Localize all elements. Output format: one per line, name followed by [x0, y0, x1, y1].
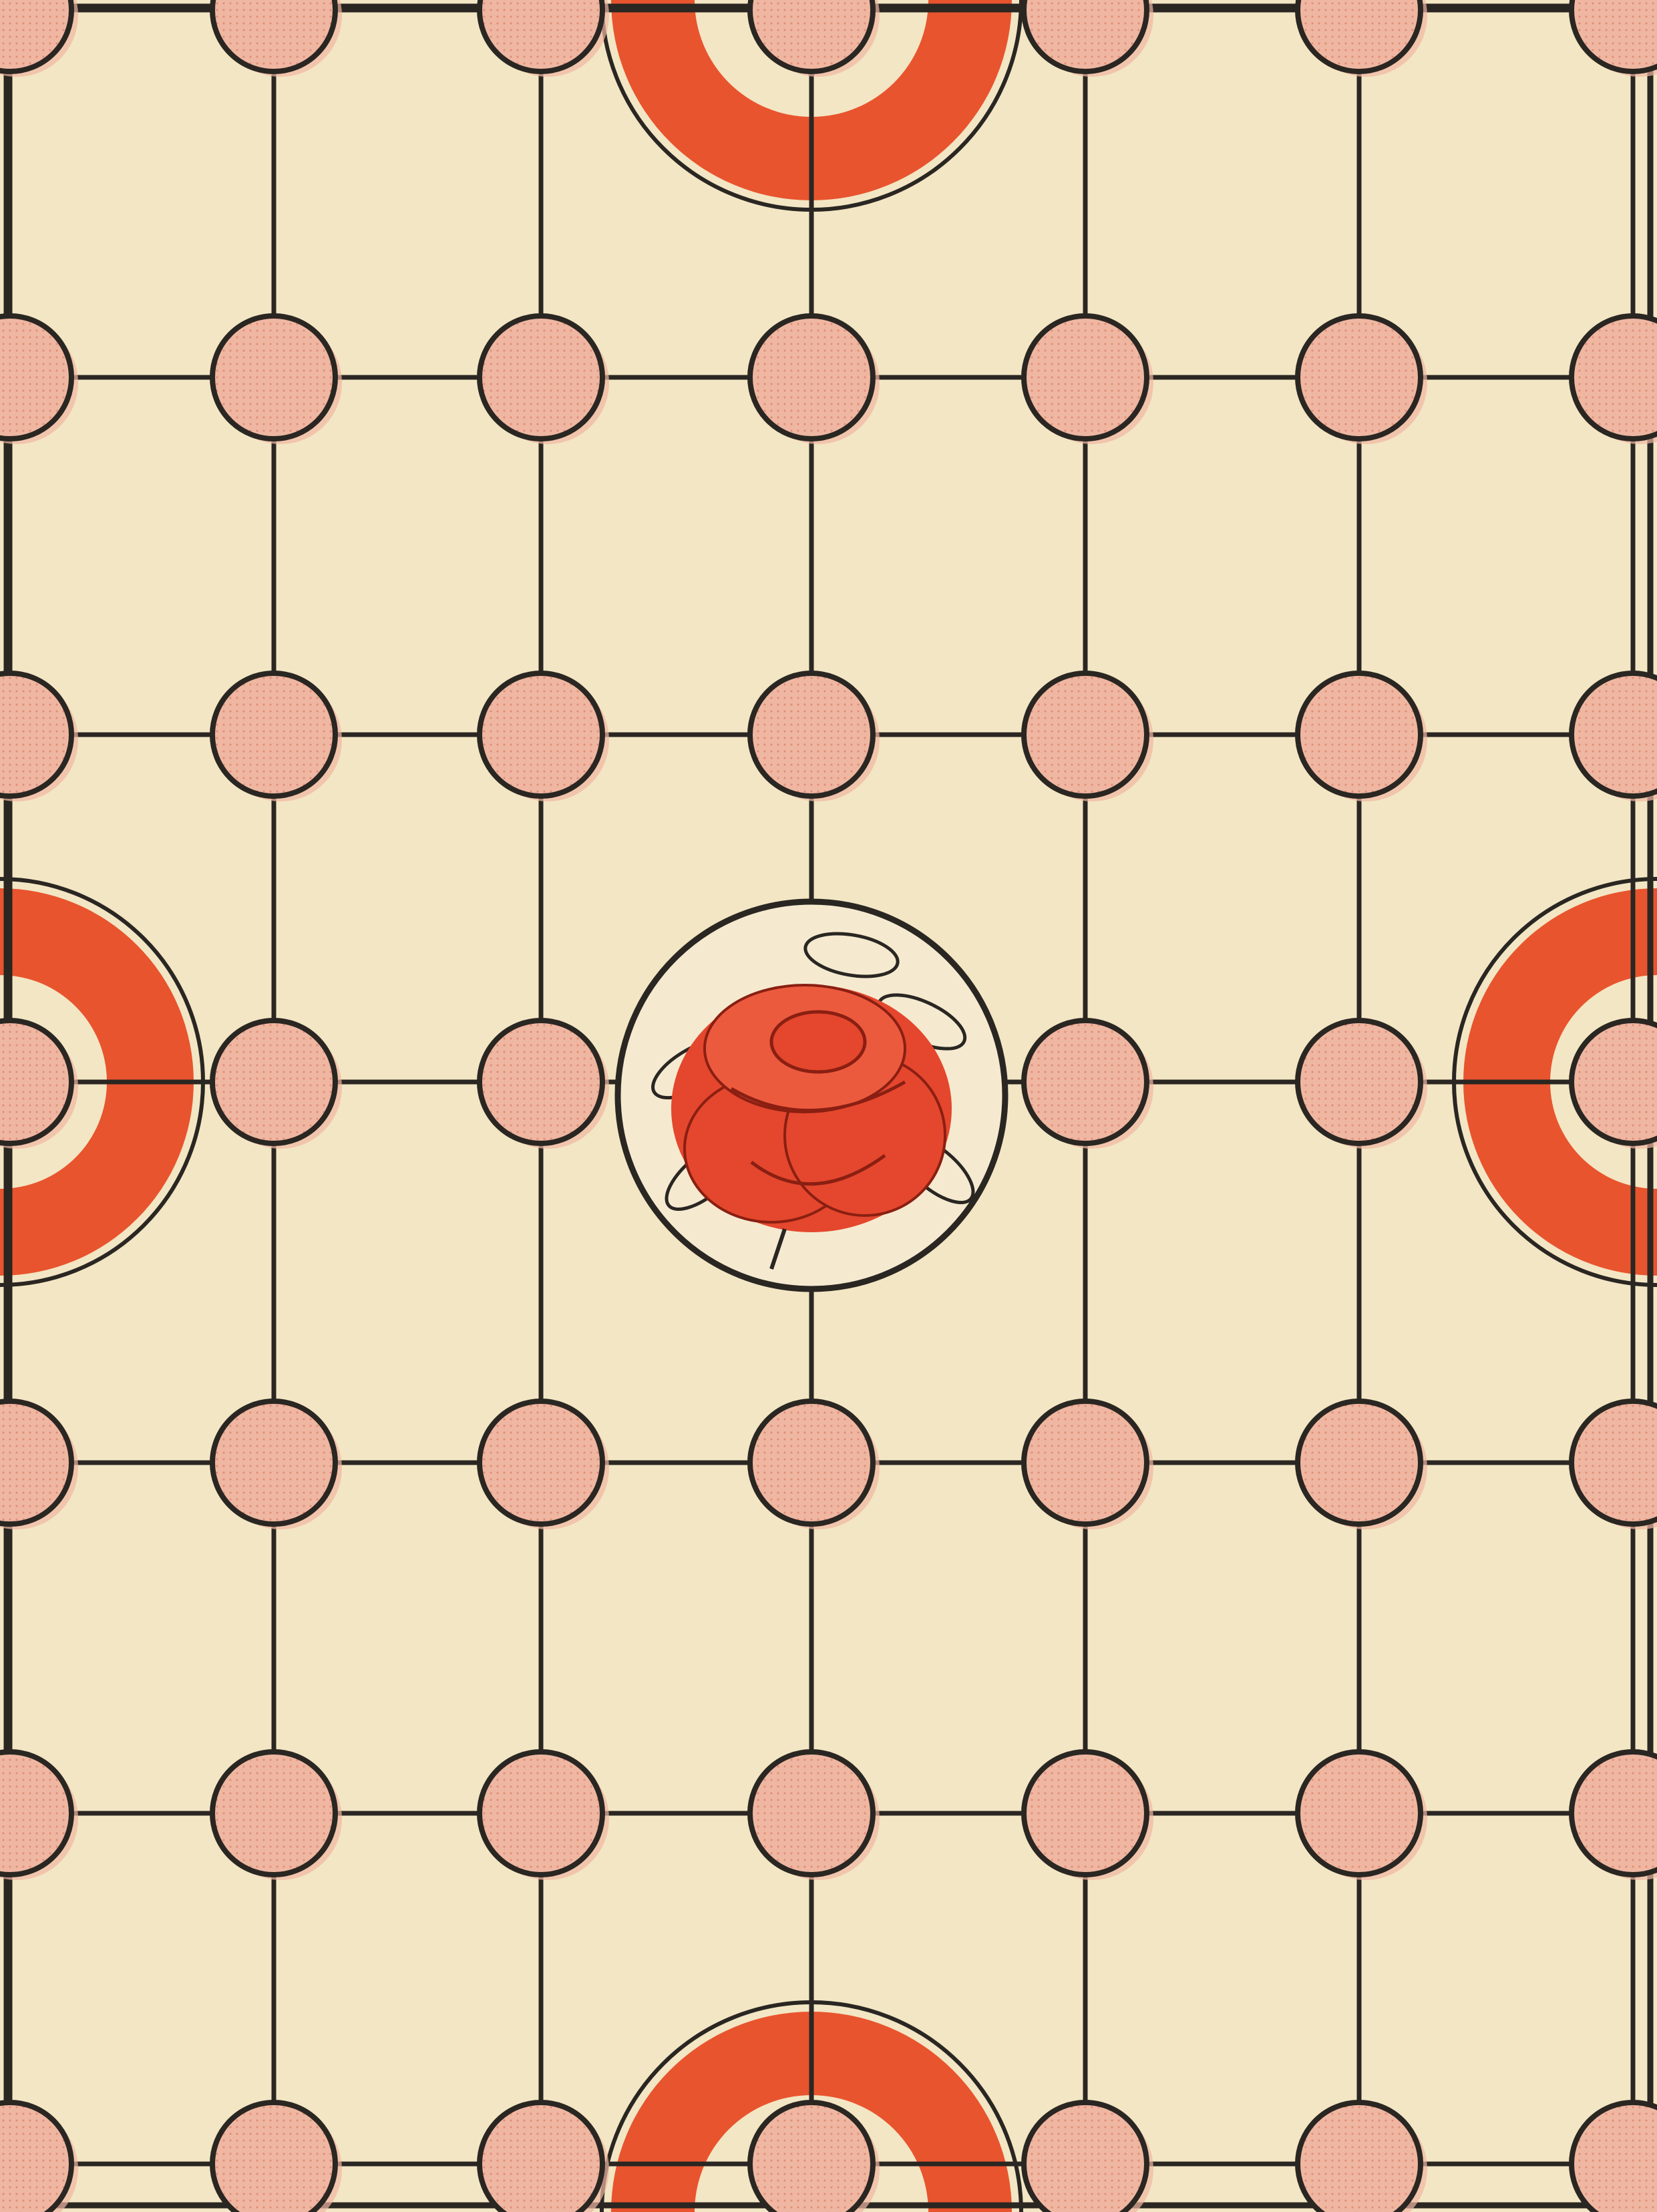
- center-rose-piece[interactable]: [618, 902, 1005, 1289]
